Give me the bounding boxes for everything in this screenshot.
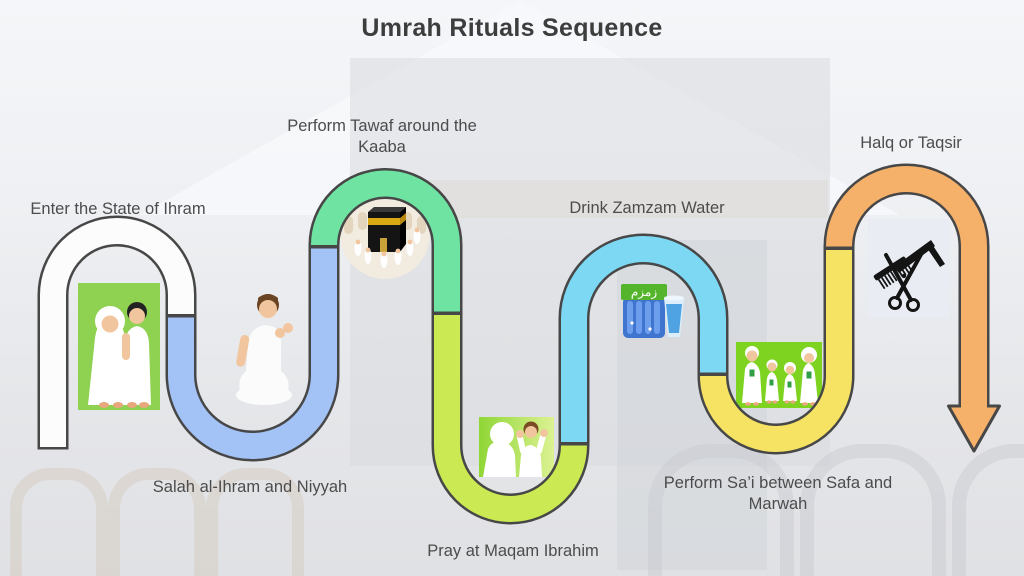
- path-segment-ihram: [40, 218, 194, 447]
- scissors-icon: [884, 247, 926, 312]
- step-label-maqam: Pray at Maqam Ibrahim: [427, 542, 599, 560]
- praying-man-illustration: [228, 285, 304, 407]
- page-title: Umrah Rituals Sequence: [361, 14, 663, 42]
- tawaf-kaaba-illustration: [338, 188, 432, 280]
- ihram-couple-illustration: [78, 283, 160, 410]
- zamzam-jug-and-glass-illustration: زمزم: [620, 283, 686, 340]
- step-label-zamzam: Drink Zamzam Water: [569, 199, 725, 217]
- step-label-ihram: Enter the State of Ihram: [30, 200, 206, 218]
- path-segment-sai: [700, 250, 852, 452]
- step-label-tawaf: Perform Tawaf around the Kaaba: [287, 117, 477, 157]
- step-label-salah: Salah al-Ihram and Niyyah: [152, 478, 348, 496]
- barber-tools-illustration: [868, 219, 950, 318]
- path-segment-salah: [168, 248, 337, 459]
- sai-family-illustration: [736, 342, 822, 408]
- path-segment-tawaf: [311, 170, 460, 312]
- path-segment-maqam: [434, 315, 587, 522]
- sequence-end-arrow: [947, 404, 1001, 453]
- zamzam-arabic-text: زمزم: [631, 285, 657, 299]
- path-segment-halq: [826, 166, 987, 409]
- maqam-dua-illustration: [479, 417, 554, 477]
- path-segment-zamzam: [561, 236, 726, 442]
- step-label-sai: Perform Sa’i between Safa and Marwah: [663, 474, 893, 514]
- step-label-halq: Halq or Taqsir: [860, 134, 962, 152]
